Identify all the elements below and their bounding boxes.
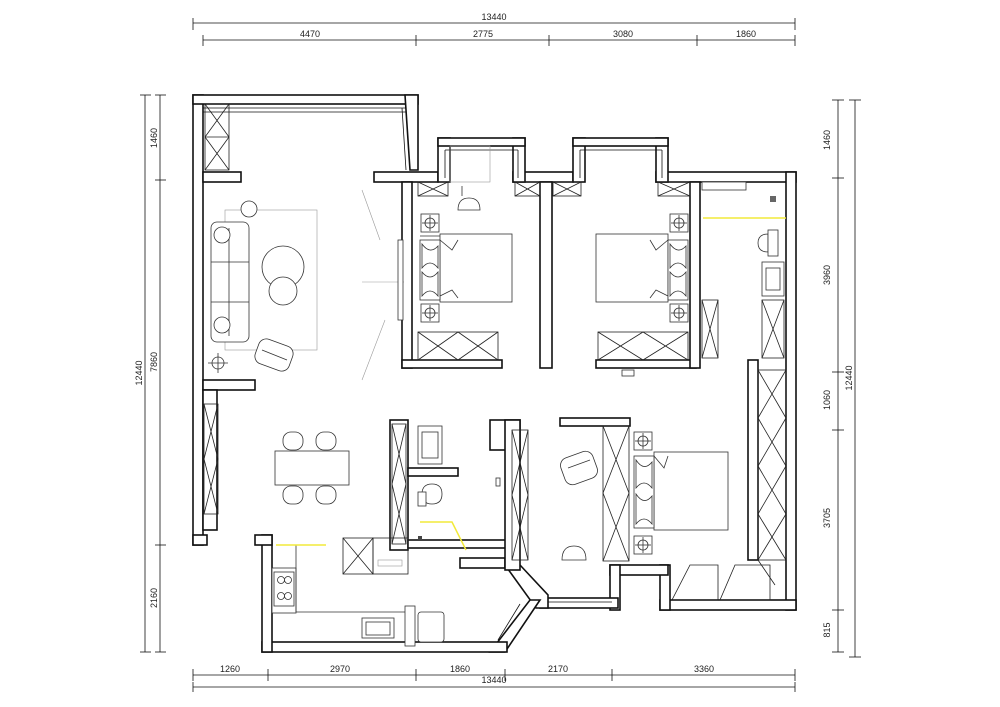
- interior-walls: [202, 181, 759, 571]
- wardrobe-icon: [602, 425, 630, 562]
- dim-right-seg-4: 3705: [822, 508, 832, 528]
- nightstand-lamp-icon: [420, 213, 440, 323]
- bedroom-2: [595, 213, 689, 377]
- wardrobe-icon: [757, 369, 787, 561]
- socket-icon: [208, 353, 228, 373]
- wardrobe-icon: [597, 331, 689, 361]
- dim-bottom-total: 13440: [481, 675, 506, 685]
- dim-top-seg-4: 1860: [736, 29, 756, 39]
- toilet-icon: [757, 229, 779, 257]
- dim-right-seg-2: 3960: [822, 265, 832, 285]
- sink-icon: [361, 617, 395, 639]
- armchair-icon: [254, 338, 294, 372]
- bed-icon: [419, 233, 513, 303]
- kitchen: [271, 544, 445, 647]
- bay-window-bedroom-2: [572, 137, 669, 183]
- dining-table-icon: [274, 431, 350, 505]
- sink-icon: [417, 425, 443, 465]
- dim-left-total: 12440: [134, 360, 144, 385]
- dim-right-seg-1: 1460: [822, 130, 832, 150]
- bottom-dimensions: 1260 2970 1860 2170 3360 13440: [192, 664, 796, 692]
- wardrobe-icon: [701, 299, 785, 359]
- dim-right-seg-5: 815: [822, 622, 832, 637]
- shower-glass-accent: [420, 521, 467, 551]
- exterior-walls: [192, 94, 797, 653]
- dim-right-seg-3: 1060: [822, 390, 832, 410]
- dim-bottom-seg-4: 2170: [548, 664, 568, 674]
- toilet-icon: [417, 483, 443, 507]
- sink-icon: [761, 261, 785, 297]
- wardrobes: [203, 103, 787, 601]
- dim-bottom-seg-2: 2970: [330, 664, 350, 674]
- wardrobe-icon: [671, 559, 776, 601]
- master-bedroom: [495, 431, 729, 561]
- dim-top-seg-2: 2775: [473, 29, 493, 39]
- armchair-icon: [560, 450, 598, 486]
- bedroom-1: [419, 186, 513, 323]
- top-dimensions: 13440 4470 2775 3080 1860: [192, 12, 796, 46]
- dim-left-seg-3: 2160: [149, 588, 159, 608]
- dim-right-total: 12440: [844, 365, 854, 390]
- dim-bottom-seg-3: 1860: [450, 664, 470, 674]
- bed-icon: [595, 233, 689, 303]
- coffee-table-icon: [261, 245, 305, 306]
- wardrobe-icon: [417, 181, 541, 197]
- cooktop-icon: [273, 571, 295, 607]
- bathroom-upper: [701, 181, 786, 297]
- chair-icon: [561, 545, 587, 561]
- fridge-icon: [417, 611, 445, 643]
- wardrobe-icon: [417, 331, 499, 361]
- left-dimensions: 12440 1460 7860 2160: [134, 94, 166, 653]
- wardrobe-icon: [204, 103, 230, 171]
- dim-bottom-seg-1: 1260: [220, 664, 240, 674]
- dim-left-seg-2: 7860: [149, 352, 159, 372]
- dim-bottom-seg-5: 3360: [694, 664, 714, 674]
- wardrobe-icon: [552, 181, 691, 197]
- sofa-icon: [210, 221, 250, 343]
- chair-icon: [457, 186, 481, 211]
- bay-window-bedroom-1: [437, 137, 526, 183]
- living-room: [208, 189, 404, 381]
- nightstand-lamp-icon: [633, 431, 653, 555]
- dim-left-seg-1: 1460: [149, 128, 159, 148]
- wardrobe-icon: [511, 429, 529, 561]
- bed-icon: [633, 451, 729, 531]
- wardrobe-icon: [391, 423, 407, 545]
- dim-top-total: 13440: [481, 12, 506, 22]
- dim-top-seg-1: 4470: [300, 29, 320, 39]
- right-dimensions: 1460 3960 1060 3705 815 12440: [822, 99, 861, 658]
- dim-top-seg-3: 3080: [613, 29, 633, 39]
- wardrobe-icon: [203, 403, 219, 515]
- lamp-icon: [240, 200, 258, 218]
- nightstand-lamp-icon: [669, 213, 689, 323]
- bathroom-middle: [417, 425, 467, 551]
- wardrobe-icon: [342, 537, 409, 575]
